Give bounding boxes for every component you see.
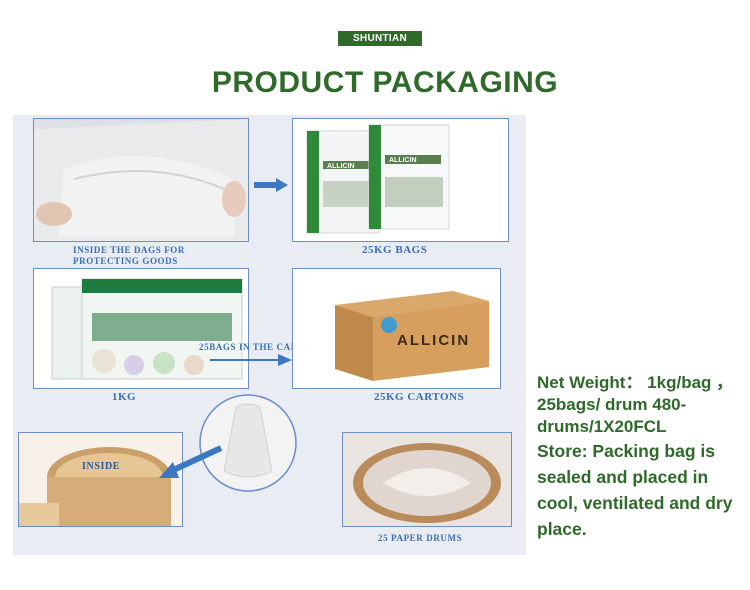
arrow-right-icon bbox=[254, 178, 288, 192]
inside-bags-caption: INSIDE THE DAGS FOR PROTECTING GOODS bbox=[73, 245, 186, 266]
bags-25kg-photo: ALLICIN ALLICIN bbox=[292, 118, 509, 242]
drum-bag-circle bbox=[199, 394, 297, 492]
bags-25kg-caption: 25KG BAGS bbox=[362, 244, 428, 256]
carton-photo: ALLICIN bbox=[292, 268, 501, 389]
store-text: Store: Packing bag is sealed and placed … bbox=[537, 441, 733, 539]
arrow-down-left-icon bbox=[159, 445, 223, 478]
bag-label-2: ALLICIN bbox=[389, 157, 417, 164]
bag-label-1: ALLICIN bbox=[327, 163, 355, 170]
brand-badge: SHUNTIAN bbox=[338, 31, 422, 46]
page-title: PRODUCT PACKAGING bbox=[211, 66, 559, 99]
drum-inside-photo bbox=[18, 432, 183, 527]
cartons-25kg-caption: 25KG CARTONS bbox=[374, 391, 465, 403]
drum-inside-label: INSIDE bbox=[82, 461, 121, 472]
inside-bag-photo bbox=[33, 118, 249, 242]
one-kg-caption: 1KG bbox=[112, 391, 137, 403]
pouches-1kg-photo bbox=[33, 268, 249, 389]
net-weight-text: Net Weight： 1kg/bag ，25bags/ drum 480-dr… bbox=[537, 373, 734, 436]
carton-arrow-caption: 25BAGS IN THE CARTON bbox=[199, 342, 319, 352]
arrow-right-icon bbox=[210, 354, 292, 366]
carton-label: ALLICIN bbox=[397, 332, 470, 349]
paper-drum-photo bbox=[342, 432, 512, 527]
paper-drums-caption: 25 PAPER DRUMS bbox=[378, 533, 463, 543]
